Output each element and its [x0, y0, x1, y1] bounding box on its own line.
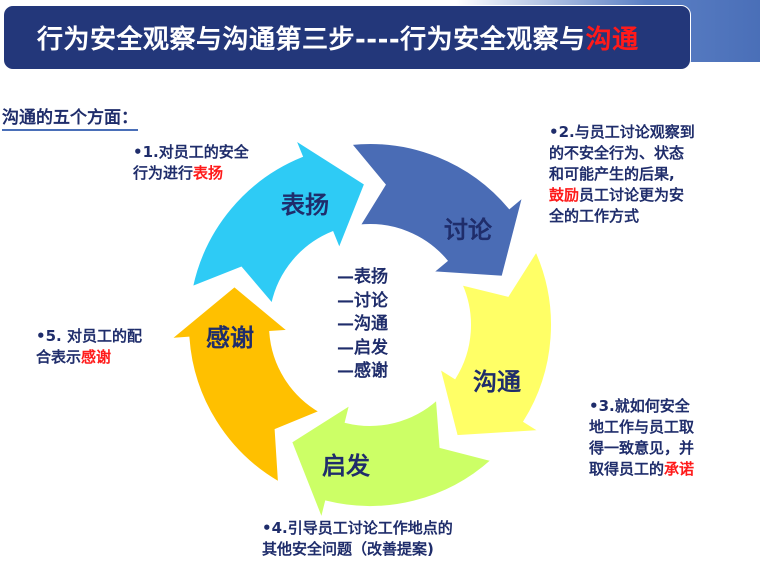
page-title: 行为安全观察与沟通第三步----行为安全观察与沟通 — [37, 19, 639, 56]
note-line: •2.与员工讨论观察到 — [549, 123, 695, 141]
center-list-item: —讨论 — [337, 290, 388, 311]
note-text: 行为进行 — [133, 164, 194, 182]
note-highlight: 承诺 — [664, 460, 695, 478]
cycle-label-thank: 感谢 — [206, 324, 254, 352]
note-line: 行为进行表扬 — [133, 163, 249, 184]
title-highlight: 沟通 — [585, 25, 639, 55]
cycle-arrow-communicate — [437, 248, 553, 438]
note-line: 全的工作方式 — [549, 207, 640, 225]
note-text: 员工讨论更为安 — [579, 186, 685, 204]
center-list-item: —沟通 — [337, 314, 388, 334]
note-3: •3.就如何安全 地工作与员工取 得一致意见，并 取得员工的承诺 — [589, 396, 694, 480]
note-highlight: 感谢 — [81, 348, 112, 366]
note-line: 的不安全行为、状态 — [549, 144, 685, 162]
note-4: •4.引导员工讨论工作地点的 其他安全问题（改善提案) — [262, 518, 453, 560]
center-list-item: —表扬 — [337, 267, 388, 287]
cycle-label-praise: 表扬 — [281, 191, 329, 219]
cycle-arrow-praise — [190, 137, 367, 307]
note-5: •5. 对员工的配 合表示感谢 — [36, 326, 142, 368]
note-line: 其他安全问题（改善提案) — [262, 540, 434, 558]
cycle-label-discuss: 讨论 — [444, 216, 492, 244]
title-main: 行为安全观察与沟通第三步----行为安全观察与 — [37, 25, 586, 55]
note-line: •4.引导员工讨论工作地点的 — [262, 519, 453, 537]
note-text: 合表示 — [36, 348, 82, 366]
note-line: •1.对员工的安全 — [133, 143, 249, 161]
note-2: •2.与员工讨论观察到 的不安全行为、状态 和可能产生的后果, 鼓励员工讨论更为… — [549, 122, 695, 227]
cycle-arrow-thank — [167, 284, 323, 485]
cycle-label-inspire: 启发 — [322, 452, 370, 480]
cycle-arrow-inspire — [289, 397, 494, 523]
center-list-item: —启发 — [337, 337, 388, 358]
center-list-item: —感谢 — [337, 361, 388, 381]
note-line: 取得员工的承诺 — [589, 459, 694, 480]
note-line: 鼓励员工讨论更为安 — [549, 185, 695, 206]
note-line: 合表示感谢 — [36, 347, 142, 368]
note-highlight: 表扬 — [193, 164, 224, 182]
note-text: 取得员工的 — [589, 460, 665, 478]
cycle-arrow-discuss — [349, 142, 525, 278]
subheading: 沟通的五个方面： — [2, 103, 138, 131]
note-line: 和可能产生的后果, — [549, 165, 675, 183]
title-banner: 行为安全观察与沟通第三步----行为安全观察与沟通 — [3, 5, 691, 70]
note-1: •1.对员工的安全 行为进行表扬 — [133, 142, 249, 184]
center-list: —表扬 —讨论 —沟通 —启发 —感谢 — [337, 266, 388, 384]
note-highlight: 鼓励 — [549, 186, 580, 204]
note-line: 地工作与员工取 — [589, 418, 695, 436]
note-line: •3.就如何安全 — [589, 397, 690, 415]
note-line: •5. 对员工的配 — [36, 327, 142, 345]
cycle-label-communicate: 沟通 — [473, 368, 521, 396]
note-line: 得一致意见，并 — [589, 439, 695, 457]
